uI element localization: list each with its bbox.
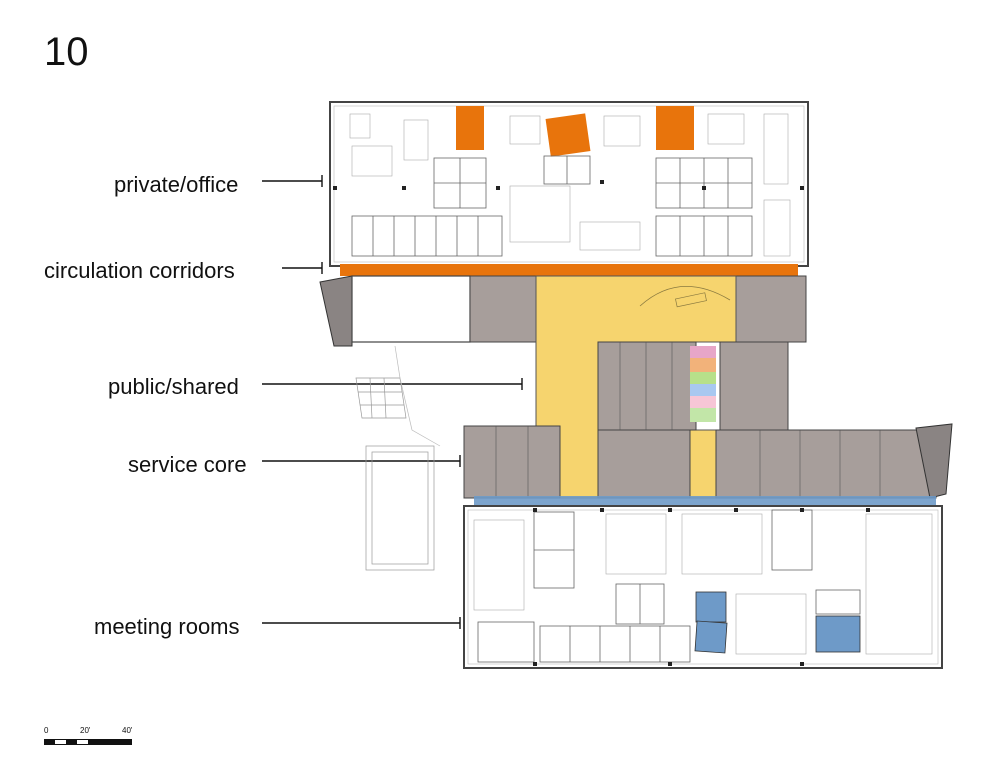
meeting-room-blue-2 [694,620,728,654]
meeting-room-blue-1 [695,591,727,623]
top-wing [329,101,809,267]
service-core-south-mid [597,429,691,499]
bottom-wing [463,505,943,669]
service-core-central [597,341,697,431]
pool-outline [365,445,435,571]
middle-block [319,275,953,499]
pool-inner [371,451,429,565]
scale-bar: 0 20' 40' [44,726,144,750]
service-core-south-left [463,425,561,499]
service-core-north-2 [735,275,807,343]
service-core-south-right [715,429,937,499]
stair-wedge [319,275,353,347]
legend-label-private-office: private/office [114,172,239,197]
page-number: 10 [44,30,89,74]
service-core-east [719,341,789,431]
stair-wedge-east [915,423,953,499]
meeting-room-blue-3 [815,615,861,653]
scale-seg-1 [44,739,55,745]
circulation-corridor [340,264,798,276]
legend-label-meeting-rooms: meeting rooms [94,614,240,639]
scale-label-20: 20' [80,726,91,735]
legend-label-public-shared: public/shared [108,374,239,399]
legend-leaders [262,175,523,629]
legend-label-circulation-corridors: circulation corridors [44,258,235,283]
scale-seg-3 [88,739,132,745]
meeting-room-orange-1 [456,106,484,150]
feature-stair [690,346,716,422]
site-elements [355,345,441,571]
workspace-north-left [351,275,471,343]
scale-label-0: 0 [44,726,49,735]
meeting-room-orange-2 [545,113,591,157]
meeting-room-orange-3 [656,106,694,150]
legend-label-service-core: service core [128,452,247,477]
scale-seg-2 [66,739,77,745]
scale-label-40: 40' [122,726,133,735]
service-core-north-1 [469,275,537,343]
